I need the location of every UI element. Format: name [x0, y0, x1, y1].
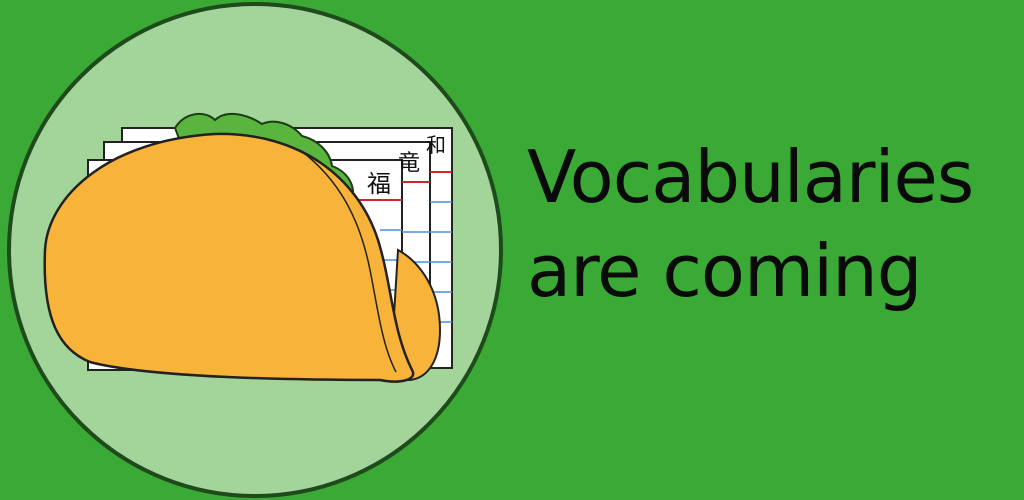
card-character-1: 福: [367, 170, 391, 198]
headline: Vocabularies are coming: [527, 130, 974, 318]
card-character-2: 竜: [398, 151, 420, 176]
headline-line-1: Vocabularies: [527, 135, 974, 219]
taco-flashcards-logo: 福 竜 和: [7, 2, 503, 498]
card-character-3: 和: [426, 133, 446, 157]
taco-icon: [43, 112, 442, 383]
headline-line-2: are coming: [527, 229, 922, 313]
